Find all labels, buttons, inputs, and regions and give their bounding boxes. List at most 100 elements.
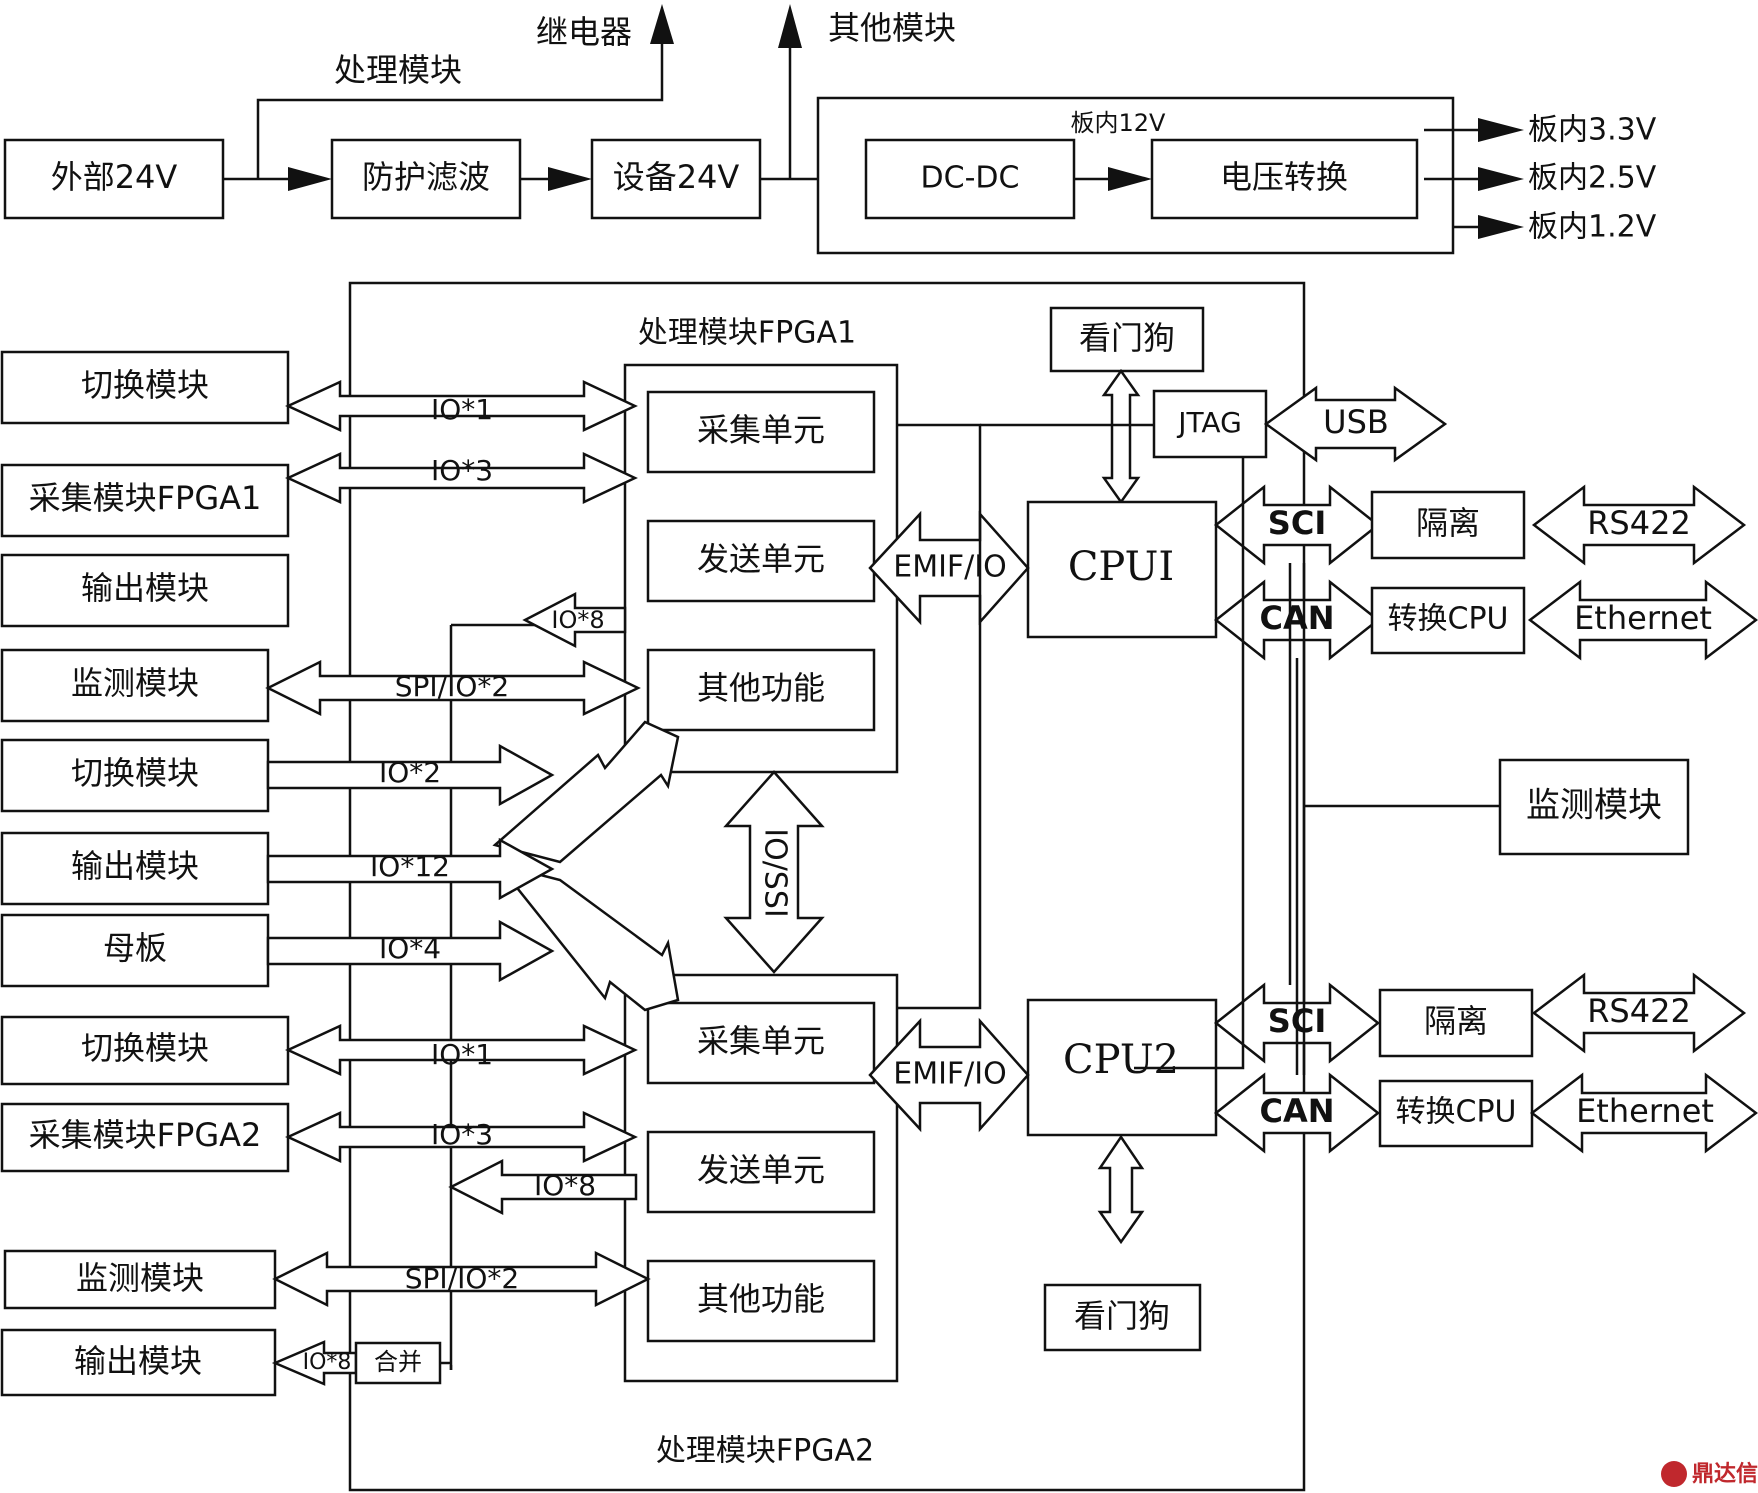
cpu1-label: CPUI (1068, 544, 1174, 590)
out-12-label: 板内1.2V (1528, 210, 1657, 245)
jtag-label: JTAG (1176, 406, 1242, 439)
left-module-box-10 (0, 1328, 277, 1397)
fpga1-other-box (646, 648, 876, 732)
processing-module-label: 处理模块 (334, 51, 462, 89)
cpu1-isolation-box (1370, 490, 1526, 560)
out-33-label: 板内3.3V (1528, 113, 1657, 148)
usb-label: USB (1323, 403, 1389, 441)
other-modules-label: 其他模块 (828, 9, 956, 47)
cpu1-can-label: CAN (1259, 599, 1334, 637)
left-module-label-8: 采集模块FPGA2 (29, 1116, 262, 1154)
cpu1-sci-label: SCI (1268, 504, 1326, 542)
io2-arrow (266, 743, 555, 807)
left-module-label-7: 切换模块 (81, 1029, 209, 1067)
relay-line (256, 30, 664, 179)
left-module-box-8 (0, 1102, 290, 1173)
cpu1-ethernet-arrow (1527, 579, 1758, 661)
io4-label: IO*4 (379, 932, 441, 965)
arrowhead-to-protect (288, 167, 332, 191)
fpga1-send-label: 发送单元 (697, 540, 825, 578)
cpu2-to-jtag-wire (1134, 457, 1245, 1070)
cpu2-rs422-arrow (1531, 972, 1747, 1054)
relay-label: 继电器 (536, 13, 632, 51)
power-section: 外部24V 防护滤波 设备24V 处理模块 继电器 其他模块 DC-DC 板内1… (3, 4, 1657, 255)
cpu1-isolation-label: 隔离 (1416, 504, 1480, 542)
cpu2-section: CPU2 EMIF/IO 看门狗 SCI CAN 隔离 转换CPU RS422 … (868, 972, 1758, 1352)
voltage-conv-label: 电压转换 (1220, 158, 1348, 196)
io12-arrow (266, 837, 555, 901)
left-module-box-7 (0, 1015, 290, 1086)
io8-top-label: IO*8 (551, 606, 604, 634)
fpga1-other-label: 其他功能 (697, 669, 825, 707)
cpu1-ethernet-label: Ethernet (1574, 599, 1712, 637)
usb-arrow (1263, 385, 1448, 463)
cross-arrow-down (494, 861, 680, 1012)
io3-bot-label: IO*3 (431, 1118, 493, 1151)
left-module-label-6: 母板 (103, 929, 167, 967)
fpga1-collect-label: 采集单元 (697, 411, 825, 449)
fpga2-other-label: 其他功能 (697, 1280, 825, 1318)
io1-top-label: IO*1 (431, 393, 493, 426)
emif1-label: EMIF/IO (893, 550, 1007, 585)
left-module-label-2: 输出模块 (81, 569, 209, 607)
arrowhead-other-modules (778, 4, 802, 48)
left-modules: 切换模块 采集模块FPGA1 输出模块 监测模块 切换模块 输出模块 母板 切换… (0, 350, 290, 1397)
io3-top-label: IO*3 (431, 454, 493, 487)
left-module-label-4: 切换模块 (71, 754, 199, 792)
watermark-text: 鼎达信 (1692, 1461, 1758, 1487)
merge-box (354, 1341, 442, 1385)
cpu1-conv-box (1370, 586, 1526, 655)
io3-bot-arrow (285, 1111, 638, 1163)
spi-bot-arrow (272, 1250, 651, 1308)
protect-filter-box (330, 138, 522, 220)
left-module-box-0 (0, 350, 290, 425)
cpu1-watchdog-label: 看门狗 (1079, 319, 1175, 357)
cpu2-can-label: CAN (1259, 1092, 1334, 1130)
arrowhead-to-conv (1108, 167, 1152, 191)
fpga2-collect-box (646, 1001, 876, 1085)
monitor-module-label: 监测模块 (1526, 786, 1662, 826)
io1-top-arrow (285, 380, 638, 432)
cpu1-section: 看门狗 JTAG USB CPUI EMIF/IO SCI CAN 隔离 转换C… (868, 306, 1758, 661)
cross-arrow-up (492, 720, 680, 864)
fpga2-collect-label: 采集单元 (697, 1022, 825, 1060)
cpu2-watchdog-arrow (1097, 1134, 1145, 1245)
cpu2-rs422-label: RS422 (1587, 992, 1691, 1030)
cpu2-isolation-box (1378, 988, 1534, 1058)
emif1-arrow (868, 510, 1030, 626)
cpu2-ethernet-arrow (1529, 1072, 1758, 1154)
fpga2-send-box (646, 1130, 876, 1214)
spi-bot-label: SPI/IO*2 (405, 1262, 519, 1295)
voltage-conv-box (1150, 138, 1419, 220)
arrowhead-33 (1478, 118, 1524, 142)
board-12v-label: 板内12V (1071, 109, 1167, 137)
left-module-label-0: 切换模块 (81, 366, 209, 404)
cpu1-watchdog-box (1049, 306, 1205, 373)
left-module-box-1 (0, 463, 290, 538)
cpu1-watchdog-arrow (1101, 368, 1141, 505)
left-module-label-1: 采集模块FPGA1 (29, 479, 262, 517)
dcdc-label: DC-DC (921, 161, 1020, 196)
io-ssi-arrow (723, 770, 825, 974)
cpu2-label: CPU2 (1063, 1037, 1179, 1083)
device-24v-label: 设备24V (613, 158, 740, 196)
device-24v-box (590, 138, 762, 220)
fpga2-send-label: 发送单元 (697, 1151, 825, 1189)
left-module-box-9 (3, 1249, 277, 1310)
arrowhead-to-device (548, 167, 592, 191)
io8-out-label: IO*8 (303, 1350, 352, 1375)
fpga1-title: 处理模块FPGA1 (638, 316, 856, 351)
left-module-box-6 (0, 913, 270, 988)
fpga1-section: 处理模块FPGA1 采集单元 发送单元 其他功能 (623, 316, 899, 774)
merge-label: 合并 (374, 1348, 422, 1376)
io4-arrow (266, 919, 555, 983)
cpu2-ethernet-label: Ethernet (1576, 1092, 1714, 1130)
fpga2-section: 采集单元 发送单元 其他功能 处理模块FPGA2 (623, 973, 899, 1469)
watermark-circle (1661, 1461, 1687, 1487)
io3-top-arrow (285, 452, 638, 504)
io1-bot-label: IO*1 (431, 1038, 493, 1071)
cpu2-can-arrow (1213, 1072, 1381, 1154)
external-24v-label: 外部24V (51, 158, 178, 196)
fpga1-send-box (646, 519, 876, 603)
